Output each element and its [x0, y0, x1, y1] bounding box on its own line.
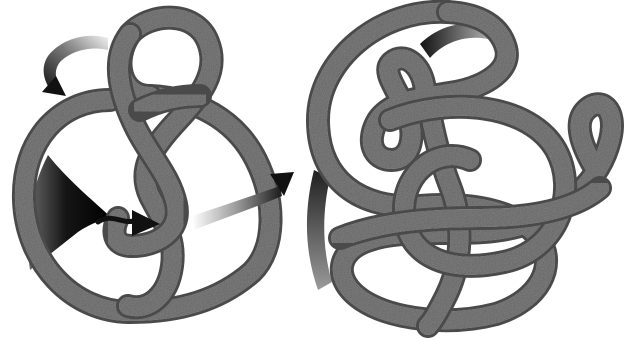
left-knot-panel — [24, 18, 294, 312]
right-knot-rope — [318, 12, 612, 326]
right-left-sweep — [307, 170, 332, 290]
left-knot-rope — [24, 18, 271, 312]
right-knot-panel — [307, 12, 612, 326]
crossing-move-arrow — [98, 218, 136, 222]
